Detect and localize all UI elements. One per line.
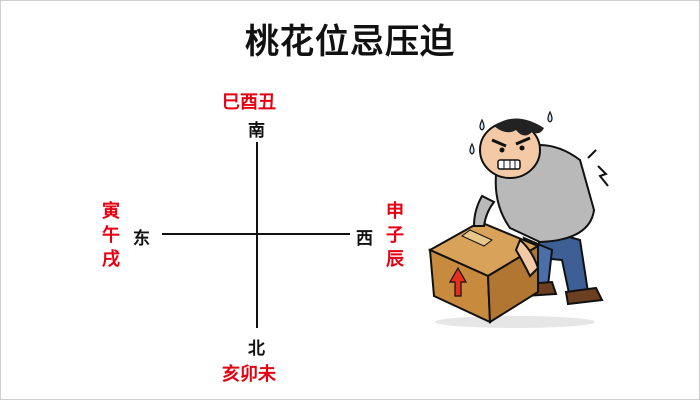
west-branch-2: 子 bbox=[386, 225, 404, 246]
west-branch-1: 申 bbox=[386, 201, 404, 222]
east-branch-3: 戌 bbox=[102, 249, 120, 270]
south-branches: 巳酉丑 bbox=[222, 92, 276, 113]
south-label: 南 bbox=[248, 121, 265, 141]
man-lifting-box-icon bbox=[427, 110, 609, 328]
west-label: 西 bbox=[356, 229, 373, 249]
west-branches: 申 子 辰 bbox=[384, 200, 406, 272]
page-title: 桃花位忌压迫 bbox=[245, 22, 455, 62]
east-branch-1: 寅 bbox=[102, 201, 120, 222]
east-branches: 寅 午 戌 bbox=[100, 200, 122, 272]
west-branch-3: 辰 bbox=[386, 249, 404, 270]
east-label: 东 bbox=[133, 229, 150, 249]
east-branch-2: 午 bbox=[102, 225, 120, 246]
north-label: 北 bbox=[248, 339, 265, 359]
north-branches: 亥卯未 bbox=[222, 364, 276, 385]
